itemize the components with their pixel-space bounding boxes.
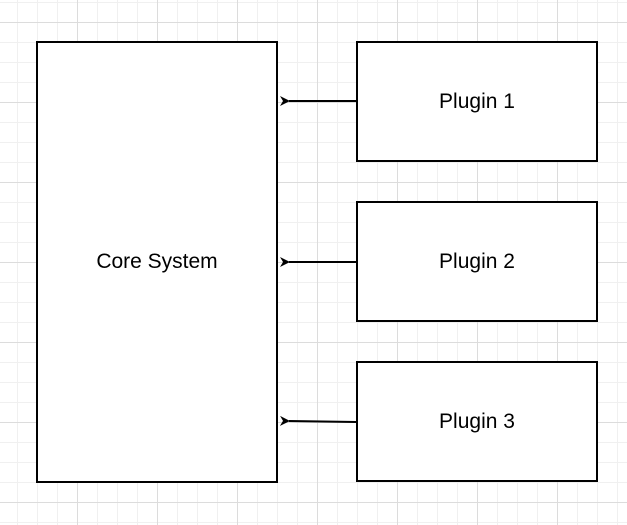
plugin-2-label: Plugin 2 (439, 249, 515, 273)
plugin-3-label: Plugin 3 (439, 409, 515, 433)
core-system-box[interactable]: Core System (36, 41, 278, 483)
plugin-3-box[interactable]: Plugin 3 (356, 361, 598, 482)
plugin-2-box[interactable]: Plugin 2 (356, 201, 598, 322)
arrow-plugin-3-to-core[interactable] (279, 415, 357, 426)
plugin-1-box[interactable]: Plugin 1 (356, 41, 598, 162)
plugin-1-label: Plugin 1 (439, 89, 515, 113)
core-system-label: Core System (96, 250, 218, 273)
